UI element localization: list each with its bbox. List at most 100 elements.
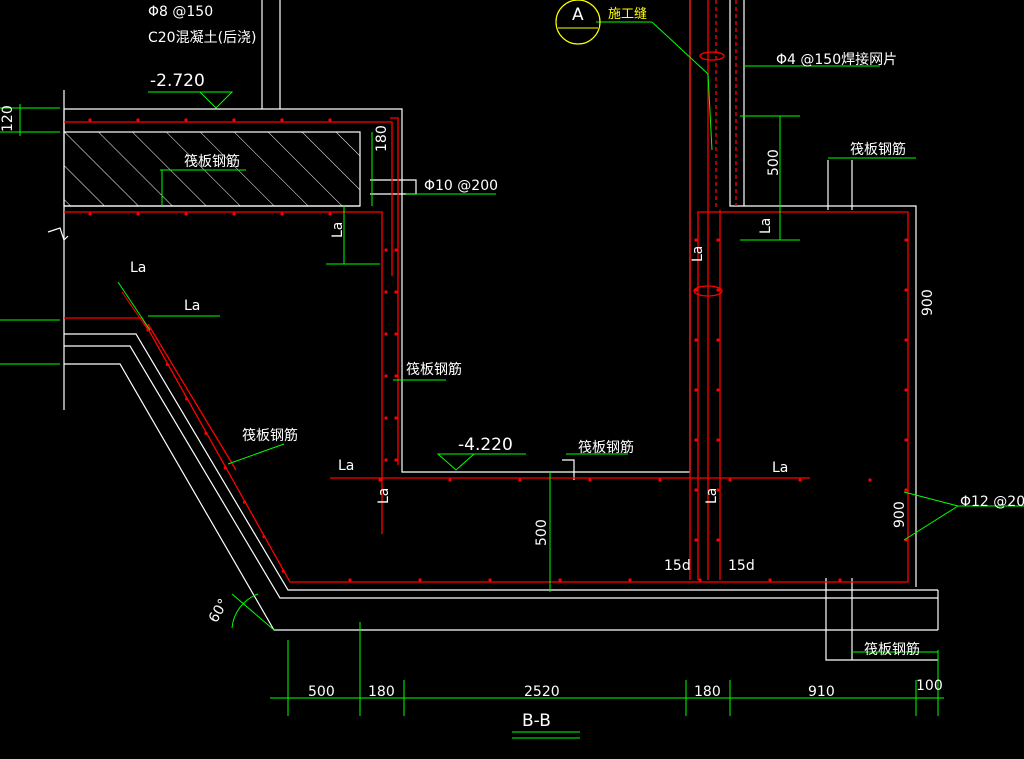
dim-horizontal: 500 [308,684,335,700]
rebar-dot [838,578,842,582]
rebar-dot [904,388,908,392]
concrete-note: C20混凝土(后浇) [148,30,257,46]
rebar-dot [394,416,398,420]
anchor-label: La [772,460,788,476]
rebar-dot [262,535,266,539]
rebar-dot [698,578,702,582]
rebar-dot [716,388,720,392]
rebar-dot [628,578,632,582]
rebar-dot [658,478,662,482]
rebar-dot [394,374,398,378]
rebar-dot [694,488,698,492]
annotations: Φ8 @150 C20混凝土(后浇) -2.720 施工缝 Φ4 @150焊接网… [0,4,1024,731]
rebar-dot [384,290,388,294]
rebar-dot [384,458,388,462]
dim-vertical: 900 [892,501,908,528]
callout-symbol: A [572,5,584,25]
rebar-dot [716,438,720,442]
rebar-dot [588,478,592,482]
rebar-dot [716,488,720,492]
dim-horizontal: 180 [694,684,721,700]
rebar-dot [384,332,388,336]
rebar-dot [281,569,285,573]
rebar-dot [716,238,720,242]
rebar-dot [558,578,562,582]
raft-rebar-label-3: 筏板钢筋 [242,427,298,444]
rebar-top-label: Φ8 @150 [148,4,213,20]
dimension-lines [0,21,1024,739]
rebar-dot [904,438,908,442]
rebar-dot [136,118,140,122]
anchor-label: La [330,222,346,238]
rebar-dot [904,238,908,242]
rebar-dot [694,538,698,542]
rebar-dot [694,338,698,342]
rebar-dot [348,578,352,582]
rebar-dot [394,248,398,252]
construction-joint-note: 施工缝 [608,7,647,22]
rebar-dot [518,478,522,482]
side-bar-label: Φ12 @200 [960,494,1024,510]
dim-horizontal: 2520 [524,684,560,700]
rebar-dot [232,212,236,216]
anchor-label: La [338,458,354,474]
tie-bar-label: Φ10 @200 [424,178,498,194]
level-top: -2.720 [150,71,205,91]
dim-horizontal: 180 [368,684,395,700]
rebar-dot [768,578,772,582]
hook-right-label: 15d [728,558,755,574]
rebar-dot [384,248,388,252]
rebar-dot [728,478,732,482]
rebar-dot [394,458,398,462]
dim-vertical: 900 [920,289,936,316]
rebar-dot [716,538,720,542]
section-callout-a[interactable]: A [555,0,601,45]
rebar-dot [280,212,284,216]
rebar-dot [223,466,227,470]
anchor-label: La [690,246,706,262]
raft-rebar-label-5: 筏板钢筋 [850,141,906,158]
rebar-dot [716,288,720,292]
section-title: B-B [522,711,551,731]
rebar-dot [185,397,189,401]
rebar-dot [694,288,698,292]
anchor-label: La [758,218,774,234]
rebar-dot [184,212,188,216]
rebar-dot [88,118,92,122]
anchor-label: La [130,260,146,276]
rebar-dot [394,290,398,294]
rebar-dot [204,431,208,435]
hatched-block [63,131,361,207]
rebar-dot [384,374,388,378]
rebar-dot [694,438,698,442]
rebar-dot [448,478,452,482]
rebar-dot [394,332,398,336]
rebar-dot [328,118,332,122]
rebar-dot [904,288,908,292]
rebar-dot [146,328,150,332]
dim-vertical: 180 [374,125,390,152]
rebar-dot [694,388,698,392]
rebar-dot [184,118,188,122]
rebar-dot [694,238,698,242]
anchor-label: La [704,488,720,504]
rebar-dot [418,578,422,582]
structure-outline [47,0,939,661]
anchor-label: La [376,488,392,504]
rebar-dot [904,488,908,492]
dim-vertical: 500 [534,519,550,546]
rebar-dot [88,212,92,216]
rebar-dot [798,478,802,482]
rebar-dot [136,212,140,216]
rebar-dots [88,118,908,582]
raft-rebar-label-2: 筏板钢筋 [406,361,462,378]
rebar-dot [232,118,236,122]
rebar-dot [868,478,872,482]
raft-rebar-label-1: 筏板钢筋 [184,153,240,170]
rebar-dot [378,478,382,482]
raft-rebar-label-6: 筏板钢筋 [864,641,920,658]
rebar-dot [716,338,720,342]
raft-rebar-label-4: 筏板钢筋 [578,439,634,456]
